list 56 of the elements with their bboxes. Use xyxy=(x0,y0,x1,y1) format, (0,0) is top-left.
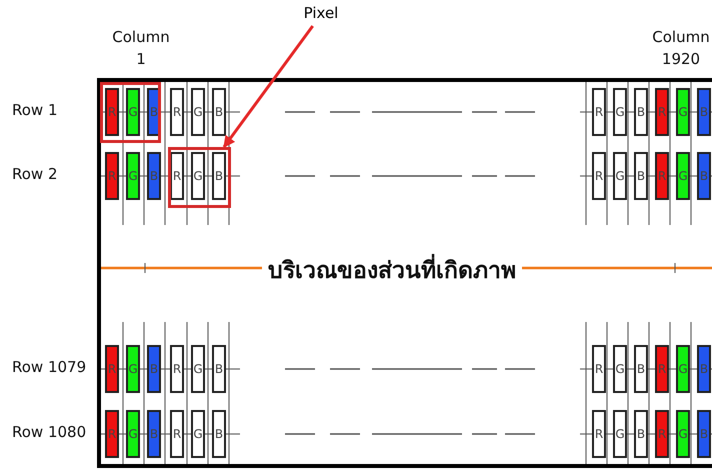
column-label: Column 1 xyxy=(111,27,171,70)
subpixel-cell: G xyxy=(613,410,627,458)
subpixel-cell: R xyxy=(655,410,669,458)
subpixel-cell: G xyxy=(676,410,690,458)
subpixel-cell: R xyxy=(592,152,606,200)
subpixel-cell: B xyxy=(147,152,161,200)
column-label: Column 1920 xyxy=(651,27,711,70)
subpixel-cell: G xyxy=(126,345,140,393)
subpixel-cell: G xyxy=(676,345,690,393)
subpixel-cell: B xyxy=(697,410,711,458)
subpixel-cell: B xyxy=(634,410,648,458)
row-label: Row 2 xyxy=(12,165,58,183)
subpixel-cell: R xyxy=(655,88,669,136)
subpixel-cell: R xyxy=(170,345,184,393)
subpixel-cell: R xyxy=(592,410,606,458)
subpixel-cell: G xyxy=(676,152,690,200)
subpixel-cell: R xyxy=(105,152,119,200)
subpixel-cell: G xyxy=(126,88,140,136)
subpixel-cell: B xyxy=(212,410,226,458)
subpixel-cell: G xyxy=(613,152,627,200)
subpixel-cell: G xyxy=(613,345,627,393)
subpixel-cell: G xyxy=(191,410,205,458)
subpixel-cell: B xyxy=(697,152,711,200)
subpixel-cell: B xyxy=(697,345,711,393)
subpixel-cell: R xyxy=(655,345,669,393)
subpixel-cell: R xyxy=(592,345,606,393)
subpixel-cell: B xyxy=(212,152,226,200)
subpixel-cell: G xyxy=(676,88,690,136)
subpixel-cell: B xyxy=(697,88,711,136)
row-label: Row 1 xyxy=(12,101,58,119)
subpixel-cell: B xyxy=(212,345,226,393)
subpixel-cell: B xyxy=(212,88,226,136)
subpixel-cell: G xyxy=(126,152,140,200)
subpixel-cell: R xyxy=(170,410,184,458)
subpixel-cell: B xyxy=(634,345,648,393)
subpixel-cell: G xyxy=(191,88,205,136)
subpixel-cell: B xyxy=(634,88,648,136)
row-label: Row 1079 xyxy=(12,358,86,376)
subpixel-cell: R xyxy=(592,88,606,136)
subpixel-cell: G xyxy=(191,152,205,200)
subpixel-cell: G xyxy=(191,345,205,393)
pixel-frame xyxy=(168,147,231,208)
arrow xyxy=(222,25,314,148)
row-label: Row 1080 xyxy=(12,423,86,441)
subpixel-cell: R xyxy=(170,88,184,136)
subpixel-cell: B xyxy=(147,345,161,393)
subpixel-cell: B xyxy=(147,410,161,458)
pixel-label: Pixel xyxy=(298,4,344,26)
subpixel-cell: R xyxy=(655,152,669,200)
subpixel-cell: R xyxy=(170,152,184,200)
subpixel-cell: G xyxy=(613,88,627,136)
subpixel-cell: R xyxy=(105,410,119,458)
subpixel-cell: R xyxy=(105,345,119,393)
subpixel-cell: R xyxy=(105,88,119,136)
subpixel-cell: G xyxy=(126,410,140,458)
subpixel-cell: B xyxy=(634,152,648,200)
